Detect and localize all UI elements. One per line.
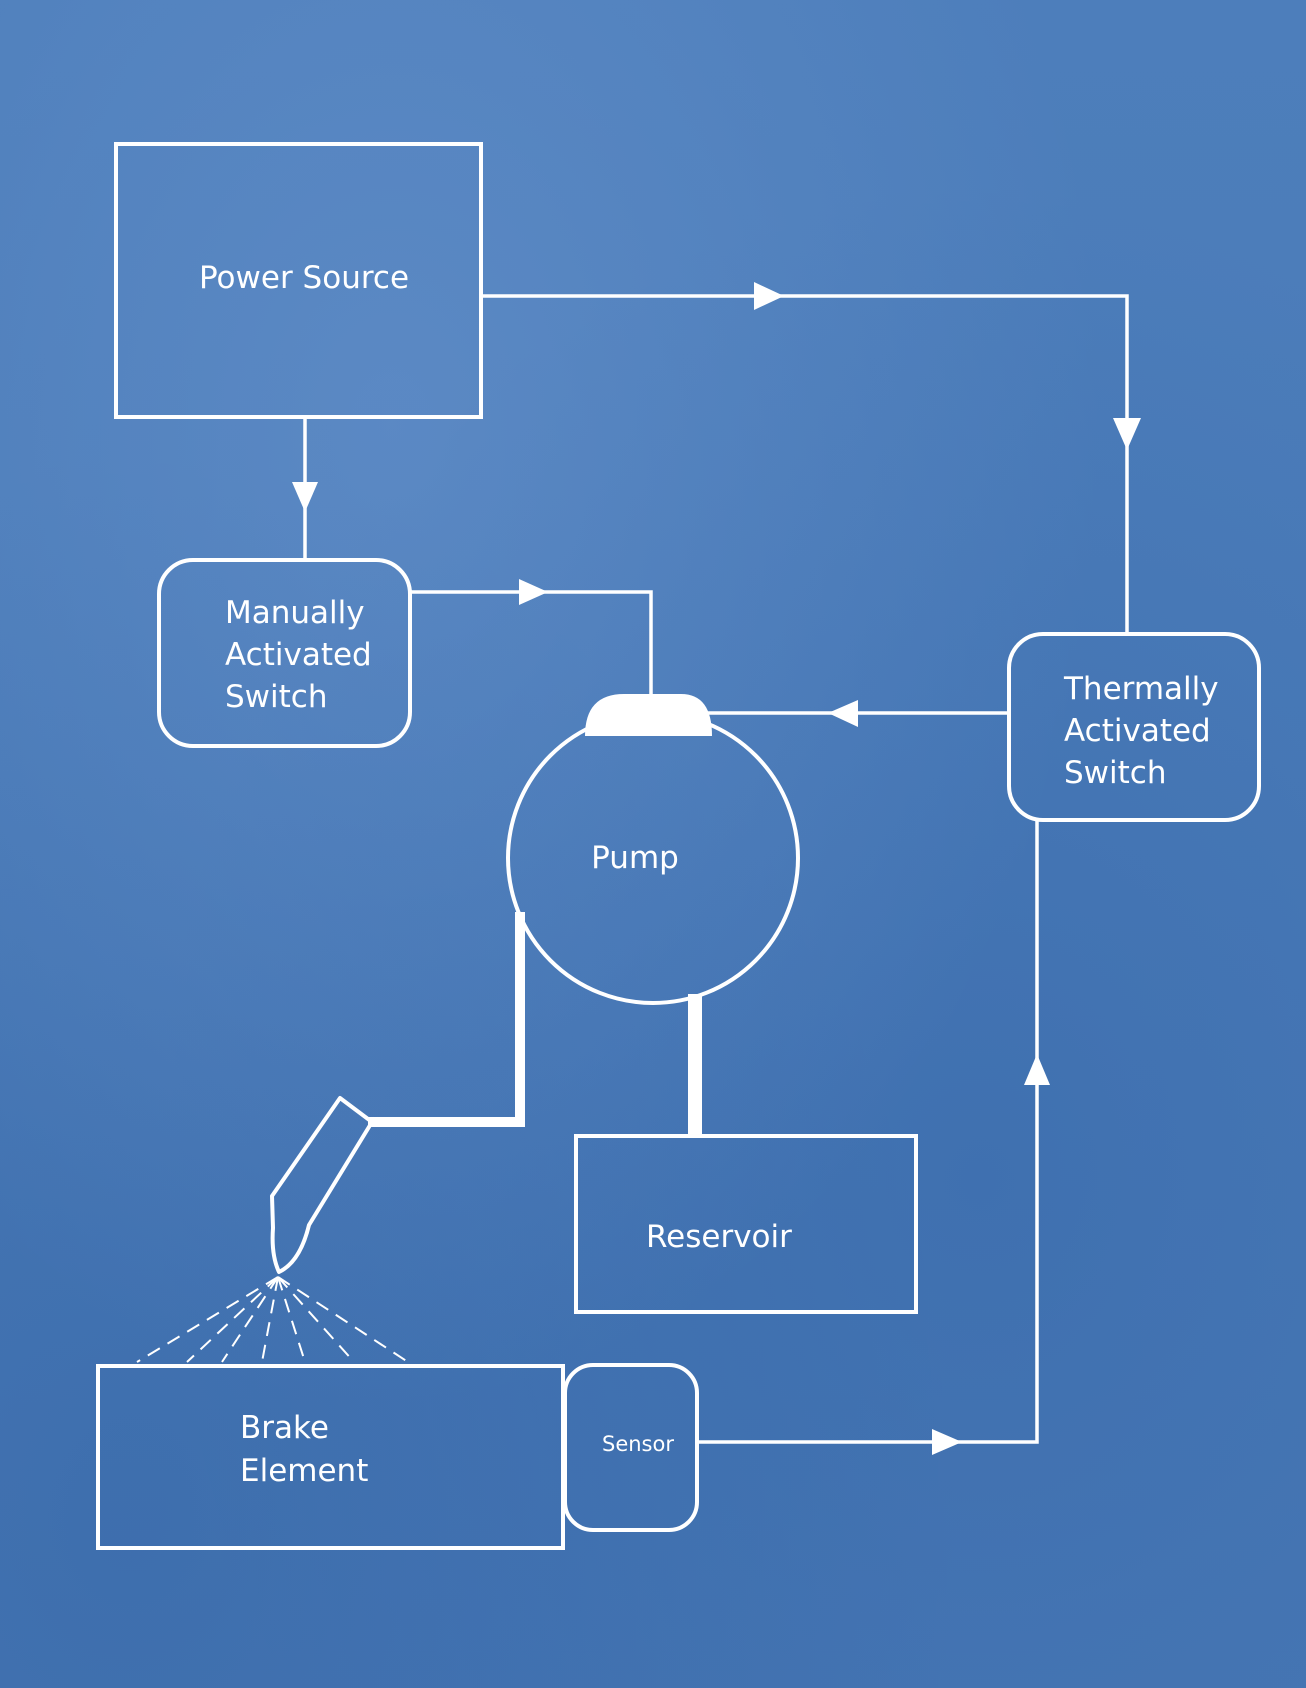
- power-source-label: Power Source: [199, 260, 409, 296]
- pump-body: [506, 711, 800, 1005]
- power-source-node: Power Source: [114, 142, 483, 419]
- arrow-right-icon: [519, 579, 548, 605]
- arrow-left-icon: [828, 700, 858, 727]
- manual-switch-label-line3: Switch: [225, 679, 328, 715]
- connector-thermal-to-pump: [707, 700, 1009, 727]
- arrow-right-icon: [932, 1429, 962, 1455]
- connector-manual-to-pump: [410, 579, 653, 694]
- arrow-down-icon: [1113, 418, 1141, 450]
- manual-switch-box: [157, 558, 412, 748]
- power-source-box: [114, 142, 483, 419]
- arrow-up-icon: [1024, 1054, 1050, 1085]
- connector-power-to-thermal: [481, 282, 1141, 634]
- brake-element-label-line2: Element: [240, 1453, 368, 1489]
- thermal-switch-box: [1007, 632, 1261, 822]
- pump-node: Pump: [506, 694, 800, 1005]
- pipe-pump-to-nozzle: [368, 912, 525, 1127]
- thermal-switch-node: Thermally Activated Switch: [1007, 632, 1261, 822]
- arrow-down-icon: [292, 482, 318, 512]
- sensor-node: Sensor: [563, 1363, 699, 1532]
- manual-switch-label-line1: Manually: [225, 595, 365, 631]
- reservoir-node: Reservoir: [574, 1134, 918, 1314]
- connector-power-to-manual: [292, 417, 318, 560]
- sensor-label: Sensor: [602, 1432, 674, 1456]
- thermal-switch-label-line1: Thermally: [1063, 671, 1219, 707]
- pump-label: Pump: [591, 840, 679, 876]
- thermal-switch-label-line2: Activated: [1064, 713, 1211, 749]
- manual-switch-label-line2: Activated: [225, 637, 372, 673]
- brake-element-node: Brake Element: [96, 1364, 565, 1550]
- spray-nozzle-icon: [270, 1096, 374, 1274]
- sensor-box: [563, 1363, 699, 1532]
- reservoir-label: Reservoir: [646, 1219, 792, 1255]
- reservoir-box: [574, 1134, 918, 1314]
- thermal-switch-label-line3: Switch: [1064, 755, 1167, 791]
- connector-sensor-to-thermal: [697, 820, 1050, 1455]
- spray-pattern: [136, 1276, 409, 1363]
- manual-switch-node: Manually Activated Switch: [157, 558, 412, 748]
- brake-element-label-line1: Brake: [240, 1410, 329, 1446]
- arrow-right-icon: [754, 282, 784, 310]
